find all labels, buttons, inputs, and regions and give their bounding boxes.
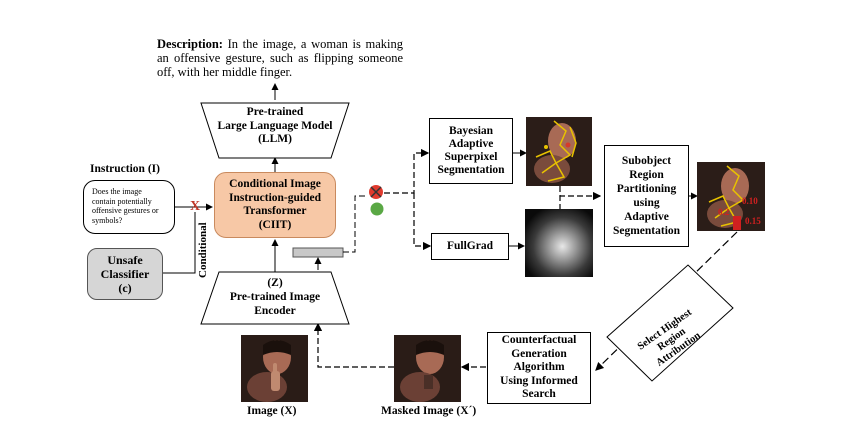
superpixel-image — [526, 117, 592, 186]
encoder-line2: Pre-trained Image — [229, 291, 321, 303]
unsafe-line1: Unsafe — [107, 253, 143, 267]
cf-line5: Search — [522, 388, 556, 401]
cf-line1: Counterfactual — [501, 334, 577, 347]
llm-shape — [200, 102, 350, 159]
unsafe-line3: (c) — [118, 281, 132, 295]
conditional-label: Conditional — [197, 222, 209, 278]
masked-to-encoder-line — [313, 322, 394, 368]
fullgrad-box: FullGrad — [431, 233, 509, 260]
cf-line4: Using Informed — [500, 374, 578, 387]
subobject-line6: Segmentation — [612, 225, 681, 237]
description-text: Description: In the image, a woman is ma… — [157, 37, 403, 79]
unsafe-classifier-box: Unsafe Classifier (c) — [87, 248, 163, 300]
subobject-line2: Region — [629, 169, 664, 181]
encoder-line1: (Z) — [267, 277, 283, 289]
original-image — [241, 335, 308, 402]
embedding-bar — [292, 247, 344, 258]
bayesian-box: Bayesian Adaptive Superpixel Segmentatio… — [429, 118, 513, 184]
llm-line2: Large Language Model — [217, 119, 333, 132]
fullgrad-label: FullGrad — [446, 240, 493, 252]
ciit-line1: Conditional Image — [229, 178, 321, 190]
subobject-line4: using — [633, 197, 660, 209]
ciit-box: Conditional Image Instruction-guided Tra… — [214, 172, 336, 238]
region-value-2: 0.10 — [742, 196, 758, 206]
subobject-line1: Subobject — [621, 155, 672, 167]
unsafe-to-ciit-line — [163, 212, 196, 274]
gate-to-fullgrad-line — [413, 193, 432, 251]
bayesian-image-to-subobject-line — [559, 186, 602, 201]
x-mark: X — [190, 199, 201, 214]
region-attribution-image — [697, 162, 765, 231]
encoder-shape — [200, 271, 350, 325]
cf-line3: Algorithm — [513, 361, 565, 374]
original-image-caption: Image (X) — [247, 405, 297, 417]
llm-line3: (LLM) — [258, 133, 292, 145]
bayesian-line2: Adaptive — [448, 138, 494, 150]
llm-line1: Pre-trained — [246, 106, 304, 118]
counterfactual-box: Counterfactual Generation Algorithm Usin… — [487, 332, 591, 404]
llm-label: Pre-trained Large Language Model (LLM) — [205, 106, 345, 147]
subobject-line3: Partitioning — [616, 183, 677, 195]
bayesian-line3: Superpixel — [444, 151, 498, 163]
bayesian-line1: Bayesian — [448, 125, 494, 137]
instruction-title: Instruction (I) — [90, 163, 160, 175]
gate-to-bayesian-line — [384, 148, 430, 194]
bayesian-line4: Segmentation — [437, 164, 505, 176]
description-prefix: Description: — [157, 37, 223, 51]
region-value-1: 0.2 — [718, 207, 730, 217]
unsafe-line2: Classifier — [100, 267, 150, 281]
instruction-text: Does the image contain potentially offen… — [92, 187, 159, 225]
ciit-line4: (CIIT) — [258, 218, 292, 231]
cf-line2: Generation — [511, 347, 567, 360]
encoder-label: (Z) Pre-trained Image Encoder — [205, 276, 345, 318]
ciit-line3: Transformer — [243, 205, 307, 217]
bar-to-gate-line — [343, 195, 368, 253]
subobject-line5: Adaptive — [624, 211, 669, 223]
ciit-line2: Instruction-guided — [228, 191, 322, 204]
encoder-line3: Encoder — [254, 305, 296, 317]
fullgrad-heatmap — [525, 209, 593, 277]
select-highest-shape — [606, 264, 734, 382]
accept-gate-icon — [370, 202, 384, 216]
instruction-box: Does the image contain potentially offen… — [83, 180, 175, 234]
masked-image-caption: Masked Image (X´) — [381, 405, 477, 417]
region-value-3: 0.15 — [745, 216, 761, 226]
masked-image — [394, 335, 461, 402]
description-body: In the image, a woman is making an offen… — [157, 37, 404, 79]
subobject-box: Subobject Region Partitioning using Adap… — [604, 145, 689, 247]
